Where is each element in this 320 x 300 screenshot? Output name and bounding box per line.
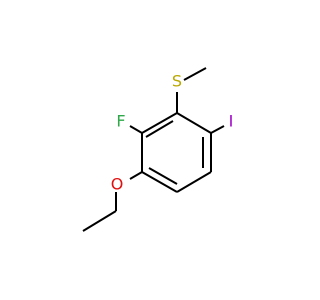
bond-c3-o (129, 171, 143, 180)
iodine-atom-label: I (229, 112, 234, 131)
bond-c6-i (210, 125, 225, 134)
bond-ch2-ch3 (82, 210, 117, 232)
ring-bond-c3-c4-inner (148, 167, 178, 185)
ring-bond-c3-c4 (141, 171, 178, 193)
bond-c2-f (129, 125, 143, 134)
ring-bond-c4-c5 (176, 171, 212, 193)
bond-s-methyl (183, 67, 207, 81)
ring-bond-c1-c2 (141, 112, 178, 134)
molecule-structure: S F I O (82, 67, 234, 232)
sulfur-atom-label: S (172, 72, 182, 91)
ring-bond-c6-c1 (176, 112, 212, 134)
oxygen-atom-label: O (111, 175, 124, 194)
fluorine-atom-label: F (116, 112, 125, 131)
ring-bond-c1-c2-inner (145, 120, 174, 138)
